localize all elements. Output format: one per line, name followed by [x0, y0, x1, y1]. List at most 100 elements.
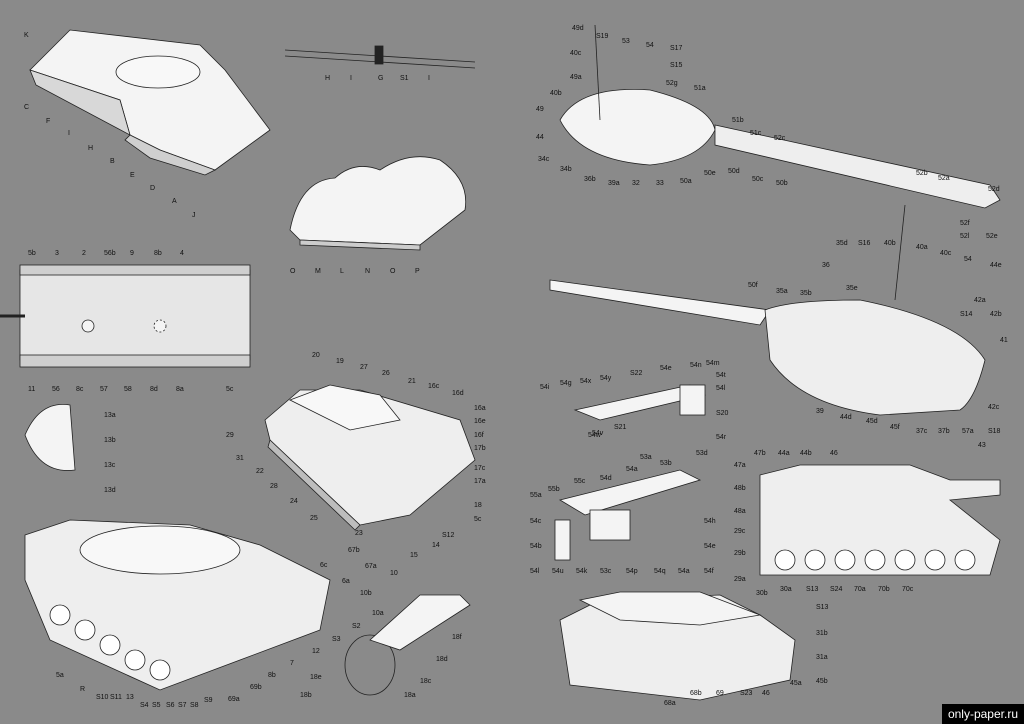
callout-label: 50f: [748, 282, 758, 289]
callout-label: 20: [312, 352, 320, 359]
callout-label: 19: [336, 358, 344, 365]
callout-label: S14: [960, 311, 973, 318]
callout-label: 29: [226, 432, 234, 439]
callout-label: 55a: [530, 492, 542, 499]
callout-label: 68b: [690, 690, 702, 697]
callout-label: 44e: [990, 262, 1002, 269]
callout-label: 4: [180, 250, 184, 257]
callout-label: C: [24, 104, 30, 111]
callout-label: 18d: [436, 656, 448, 663]
callout-label: S20: [716, 410, 729, 417]
callout-label: 57a: [962, 428, 974, 435]
callout-label: 29c: [734, 528, 746, 535]
callout-label: 5a: [56, 672, 64, 679]
callout-label: 42a: [974, 297, 986, 304]
callout-label: J: [192, 212, 196, 219]
callout-label: 21: [408, 378, 416, 385]
callout-label: 58: [124, 386, 132, 393]
callout-label: 54b: [530, 543, 542, 550]
callout-label: 67b: [348, 547, 360, 554]
callout-label: 45d: [866, 418, 878, 425]
callout-label: 6a: [342, 578, 350, 585]
callout-label: K: [24, 32, 29, 39]
callout-label: 18a: [404, 692, 416, 699]
callout-label: 24: [290, 498, 298, 505]
callout-label: 52l: [960, 233, 970, 240]
callout-label: S24: [830, 586, 843, 593]
callout-label: 53b: [660, 460, 672, 467]
callout-label: 48a: [734, 508, 746, 515]
callout-label: 8c: [76, 386, 84, 393]
callout-label: 54d: [600, 475, 612, 482]
callout-label: 44: [536, 134, 544, 141]
callout-label: 52f: [960, 220, 970, 227]
hull-lower: [24, 519, 331, 691]
callout-label: 52g: [666, 80, 678, 87]
callout-label: 35b: [800, 290, 812, 297]
callout-label: 30b: [756, 590, 768, 597]
callout-label: 54i: [540, 384, 550, 391]
callout-label: 18: [474, 502, 482, 509]
callout-label: 3: [55, 250, 59, 257]
callout-label: 30a: [780, 586, 792, 593]
callout-label: 8b: [268, 672, 276, 679]
callout-label: O: [390, 268, 396, 275]
callout-label: 54a: [678, 568, 690, 575]
machine-gun: [573, 384, 706, 421]
handle-part: [344, 594, 471, 696]
callout-label: 52e: [986, 233, 998, 240]
callout-label: 70b: [878, 586, 890, 593]
callout-label: S3: [332, 636, 341, 643]
callout-label: 45b: [816, 678, 828, 685]
callout-label: 54e: [704, 543, 716, 550]
callout-label: E: [130, 172, 135, 179]
callout-label: I: [428, 75, 430, 82]
callout-label: 29b: [734, 550, 746, 557]
callout-label: 47b: [754, 450, 766, 457]
callout-label: 32: [632, 180, 640, 187]
callout-label: 69: [716, 690, 724, 697]
callout-label: H: [88, 145, 94, 152]
callout-label: 44b: [800, 450, 812, 457]
turret-top: [559, 24, 1001, 209]
callout-label: 52d: [988, 186, 1000, 193]
callout-label: 52a: [938, 175, 950, 182]
callout-label: B: [110, 158, 115, 165]
callout-label: S8: [190, 702, 199, 709]
callout-label: S11: [110, 694, 122, 701]
callout-label: N: [365, 268, 371, 275]
callout-label: 40b: [550, 90, 562, 97]
callout-label: S6: [166, 702, 175, 709]
callout-label: 54c: [530, 518, 542, 525]
callout-label: 40a: [916, 244, 928, 251]
callout-label: 40b: [884, 240, 896, 247]
callout-label: 49: [536, 106, 544, 113]
callout-label: S17: [670, 45, 683, 52]
callout-label: G: [378, 75, 384, 82]
callout-label: D: [150, 185, 156, 192]
callout-label: 54n: [690, 362, 702, 369]
callout-label: 35a: [776, 288, 788, 295]
callout-label: 5c: [474, 516, 482, 523]
callout-label: S7: [178, 702, 187, 709]
callout-label: I: [350, 75, 352, 82]
callout-label: 10: [390, 570, 398, 577]
callout-label: 70a: [854, 586, 866, 593]
callout-label: 54e: [660, 365, 672, 372]
callout-label: 18b: [300, 692, 312, 699]
callout-label: 46: [830, 450, 838, 457]
callout-label: S23: [740, 690, 753, 697]
callout-label: 27: [360, 364, 368, 371]
callout-label: 54m: [706, 360, 720, 367]
callout-label: 23: [355, 530, 363, 537]
callout-label: 50c: [752, 176, 764, 183]
axle-part: [284, 45, 476, 69]
callout-label: 31b: [816, 630, 828, 637]
callout-label: 10a: [372, 610, 384, 617]
callout-label: S13: [816, 604, 829, 611]
callout-label: H: [325, 75, 331, 82]
tank-side-view: [759, 464, 1001, 576]
callout-label: I: [68, 130, 70, 137]
callout-label: A: [172, 198, 177, 205]
callout-label: S19: [596, 33, 609, 40]
